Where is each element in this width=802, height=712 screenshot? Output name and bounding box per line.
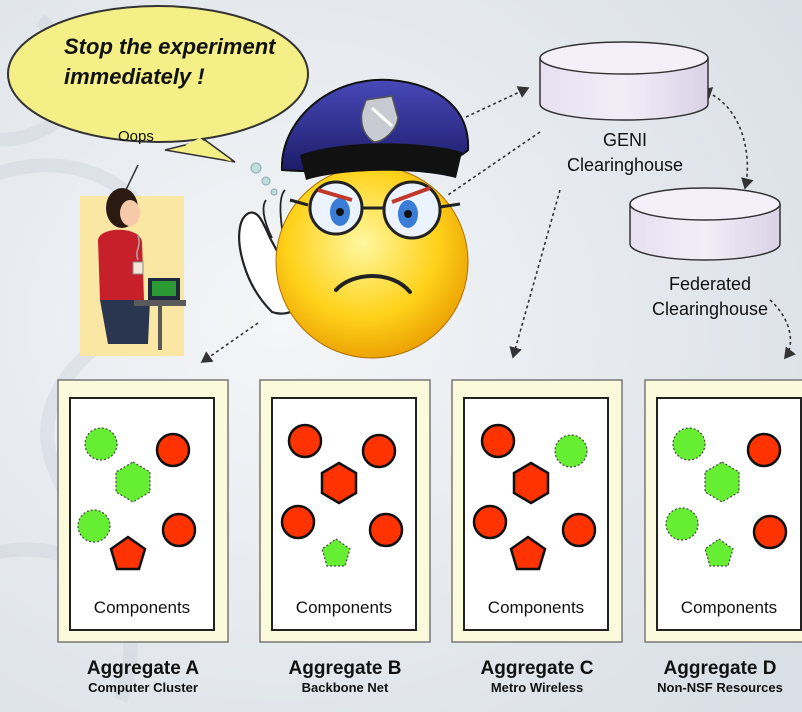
components-label-a: Components — [93, 598, 191, 617]
active-pentagon-icon — [509, 535, 547, 571]
inactive-circle-icon — [84, 427, 118, 461]
active-circle-icon — [480, 423, 516, 459]
inactive-circle-icon — [665, 507, 699, 541]
active-circle-icon — [746, 432, 782, 468]
inactive-hexagon-icon — [115, 461, 151, 503]
active-circle-icon — [752, 514, 788, 550]
face — [120, 200, 140, 226]
aggregate-b-subtitle: Backbone Net — [301, 680, 389, 695]
arrow-to-aggregate-a — [200, 322, 259, 363]
inactive-hexagon-icon — [704, 461, 740, 503]
geni-clearinghouse-db — [539, 41, 709, 121]
inactive-circle-icon — [554, 434, 588, 468]
components-aggregate-c — [472, 423, 597, 571]
red-top — [98, 229, 144, 300]
active-hexagon-icon — [512, 461, 550, 505]
federated-clearinghouse-label: Federated Clearinghouse — [640, 272, 780, 322]
components-aggregate-b — [280, 423, 404, 567]
geni-clearinghouse-label: GENI Clearinghouse — [560, 128, 690, 178]
geni-label-line-1: GENI — [602, 130, 647, 150]
desk — [134, 300, 186, 306]
active-circle-icon — [561, 512, 597, 548]
coffee-cup — [132, 261, 144, 275]
geni-label-line-2: Clearinghouse — [566, 155, 684, 175]
speech-bubble — [7, 5, 309, 163]
aggregate-b-title: Aggregate B — [288, 658, 402, 679]
arrow-geni-to-aggregate-c — [509, 189, 561, 359]
arrow-federated-to-aggregate-d — [769, 299, 796, 360]
thought-dot-2 — [261, 176, 271, 186]
components-label-d: Components — [680, 598, 778, 617]
cap-visor — [300, 143, 462, 180]
federated-label-line-1: Federated — [668, 274, 752, 294]
federated-label-line-2: Clearinghouse — [651, 299, 769, 319]
aggregate-a-subtitle: Computer Cluster — [88, 680, 198, 695]
researcher-clipart — [80, 164, 186, 356]
aggregate-c-title: Aggregate C — [480, 658, 594, 679]
thought-dot-3 — [270, 188, 278, 196]
inactive-pentagon-icon — [321, 538, 351, 567]
active-circle-icon — [368, 512, 404, 548]
inactive-pentagon-icon — [704, 538, 734, 567]
speech-line-1: Stop the experiment — [64, 34, 276, 59]
aggregate-a-caption: Aggregate A Computer Cluster — [58, 658, 228, 695]
thought-dot-1 — [250, 162, 262, 174]
aggregate-c-subtitle: Metro Wireless — [490, 680, 584, 695]
aggregate-d-subtitle: Non-NSF Resources — [657, 680, 783, 695]
inactive-circle-icon — [77, 509, 111, 543]
active-circle-icon — [287, 423, 323, 459]
frown — [334, 274, 412, 294]
connectors — [200, 86, 796, 363]
speech-line-2: immediately ! — [64, 64, 205, 89]
active-circle-icon — [161, 512, 197, 548]
aggregate-c-caption: Aggregate C Metro Wireless — [452, 658, 622, 695]
active-circle-icon — [472, 504, 508, 540]
components-label-c: Components — [487, 598, 585, 617]
oops-label: Oops — [118, 128, 154, 145]
components-label-b: Components — [295, 598, 393, 617]
inactive-circle-icon — [672, 427, 706, 461]
arrow-geni-to-police — [447, 131, 541, 196]
pants — [100, 300, 150, 344]
components-aggregate-a — [77, 427, 197, 571]
badge-icon — [360, 95, 399, 143]
aggregate-d-title: Aggregate D — [663, 658, 777, 679]
glasses — [289, 180, 461, 240]
aggregate-a-title: Aggregate A — [86, 658, 200, 679]
police-emoticon — [238, 78, 470, 359]
smiley-face — [275, 165, 469, 359]
active-circle-icon — [280, 504, 316, 540]
federated-clearinghouse-db — [629, 187, 781, 261]
active-pentagon-icon — [109, 535, 147, 571]
active-circle-icon — [361, 433, 397, 469]
aggregate-d-caption: Aggregate D Non-NSF Resources — [640, 658, 800, 695]
components-aggregate-d — [665, 427, 788, 567]
arrow-geni-federated — [700, 87, 754, 190]
aggregate-panels — [57, 379, 802, 643]
speech-bubble-text: Stop the experiment immediately ! — [64, 32, 284, 92]
active-hexagon-icon — [320, 461, 358, 505]
active-circle-icon — [155, 432, 191, 468]
aggregate-b-caption: Aggregate B Backbone Net — [260, 658, 430, 695]
